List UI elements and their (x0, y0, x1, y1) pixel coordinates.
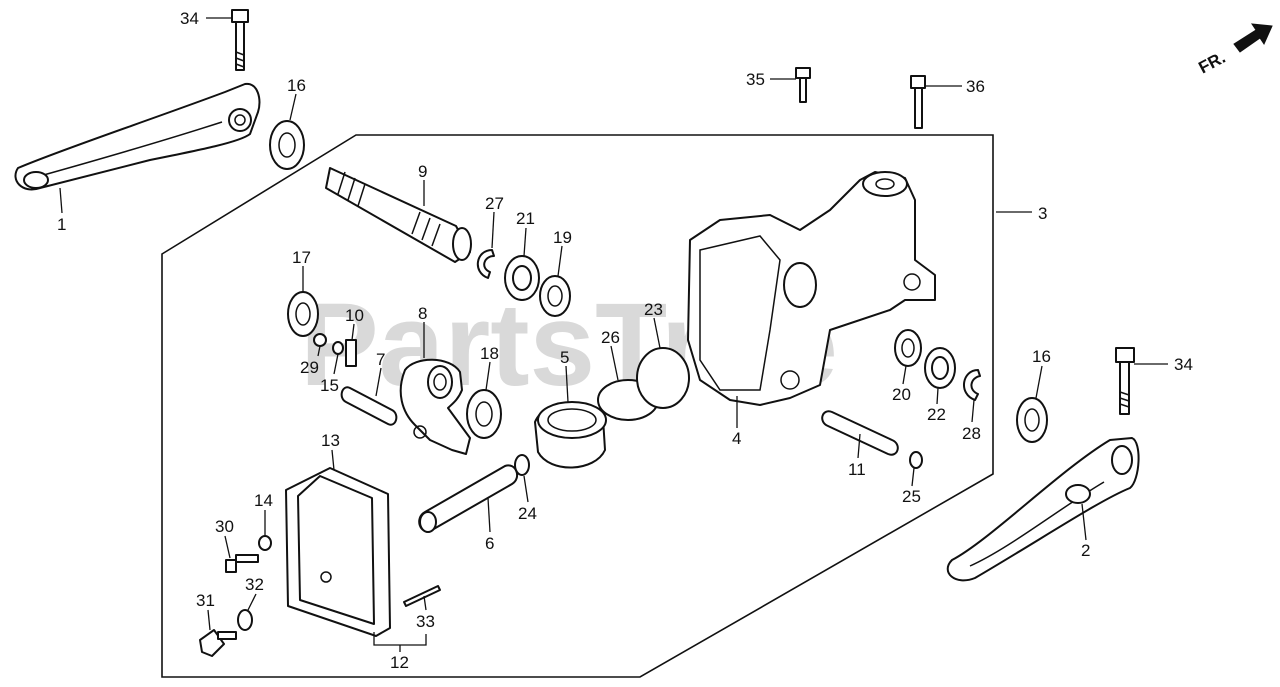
lever-8 (399, 358, 471, 455)
callout-5: 5 (560, 348, 569, 367)
callout-26: 26 (601, 328, 620, 347)
snap-ring-28 (963, 369, 981, 401)
bolt-34-lower (1115, 347, 1135, 415)
front-label: FR. (1195, 48, 1228, 78)
bolt-36 (910, 75, 926, 129)
callout-9: 9 (418, 162, 427, 181)
washer-17 (287, 291, 319, 337)
washer-14 (258, 535, 272, 551)
callout-11: 11 (848, 460, 866, 479)
o-ring-25 (909, 451, 923, 469)
callout-27: 27 (485, 194, 504, 213)
callout-34-lower: 34 (1174, 355, 1193, 374)
callout-22: 22 (927, 405, 946, 424)
callout-30: 30 (215, 517, 234, 536)
callout-34-upper: 34 (180, 9, 199, 28)
callout-14: 14 (254, 491, 273, 510)
pin-33 (403, 585, 441, 607)
front-arrow (1233, 23, 1273, 53)
callout-3: 3 (1038, 204, 1047, 223)
bolt-29 (313, 333, 327, 347)
callout-20: 20 (892, 385, 911, 404)
callout-4: 4 (732, 429, 741, 448)
callout-19: 19 (553, 228, 572, 247)
sleeve-5 (534, 401, 607, 469)
callout-13: 13 (321, 431, 340, 450)
callout-1: 1 (57, 215, 66, 234)
callout-32: 32 (245, 575, 264, 594)
assembly-border (161, 134, 994, 678)
bolt-30 (225, 554, 259, 573)
callout-15: 15 (320, 376, 339, 395)
callout-12: 12 (390, 653, 409, 672)
seal-19 (539, 275, 571, 317)
plate-10 (345, 339, 357, 367)
housing-4 (687, 171, 936, 406)
callout-21: 21 (516, 209, 535, 228)
callout-10: 10 (345, 306, 364, 325)
callout-2: 2 (1081, 541, 1090, 560)
callout-36: 36 (966, 77, 985, 96)
bolt-31 (199, 629, 237, 657)
callout-23: 23 (644, 300, 663, 319)
bolt-34-upper (231, 9, 249, 71)
washer-18 (466, 389, 502, 439)
bearing-21 (504, 255, 540, 301)
washer-15 (332, 341, 344, 355)
seal-20 (894, 329, 922, 367)
callout-25: 25 (902, 487, 921, 506)
callout-17: 17 (292, 248, 311, 267)
pin-7 (340, 386, 398, 426)
callout-labels: 34 16 1 9 27 21 19 17 10 8 29 15 7 18 5 … (57, 9, 1193, 672)
ring-23 (636, 347, 690, 409)
callout-33: 33 (416, 612, 435, 631)
o-ring-24 (514, 454, 530, 476)
callout-6: 6 (485, 534, 494, 553)
pin-11 (821, 410, 899, 456)
washer-16-upper (269, 120, 305, 170)
leader-lines (59, 17, 1168, 652)
callout-8: 8 (418, 304, 427, 323)
bearing-22 (924, 347, 956, 389)
bolt-35 (795, 67, 811, 103)
cover-13 (285, 467, 391, 637)
callout-35: 35 (746, 70, 765, 89)
pin-6 (418, 464, 519, 533)
callout-16-upper: 16 (287, 76, 306, 95)
callout-31: 31 (196, 591, 215, 610)
shaft-9 (325, 167, 472, 263)
callout-24: 24 (518, 504, 537, 523)
arm-left-1 (14, 82, 261, 191)
callout-29: 29 (300, 358, 319, 377)
snap-ring-27 (477, 249, 495, 279)
washer-16-lower (1016, 397, 1048, 443)
arm-right-2 (946, 437, 1140, 582)
callout-28: 28 (962, 424, 981, 443)
callout-18: 18 (480, 344, 499, 363)
callout-16-lower: 16 (1032, 347, 1051, 366)
callout-7: 7 (376, 350, 385, 369)
washer-32 (237, 609, 253, 631)
